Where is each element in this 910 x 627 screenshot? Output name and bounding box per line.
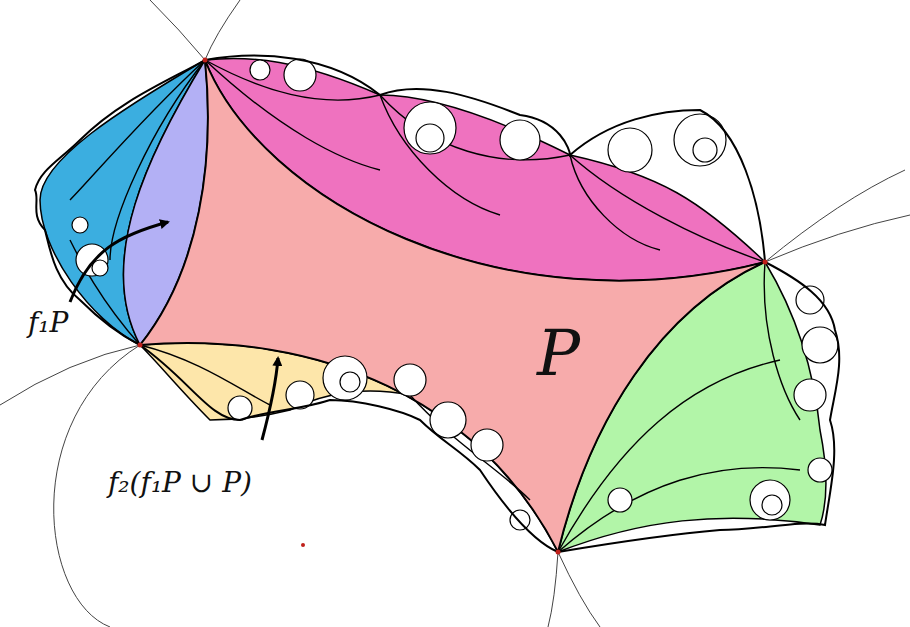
region-label: P [537, 318, 580, 388]
map-label: f₂(f₁P ∪ P) [108, 468, 252, 499]
map-label: f₁P [28, 308, 68, 339]
